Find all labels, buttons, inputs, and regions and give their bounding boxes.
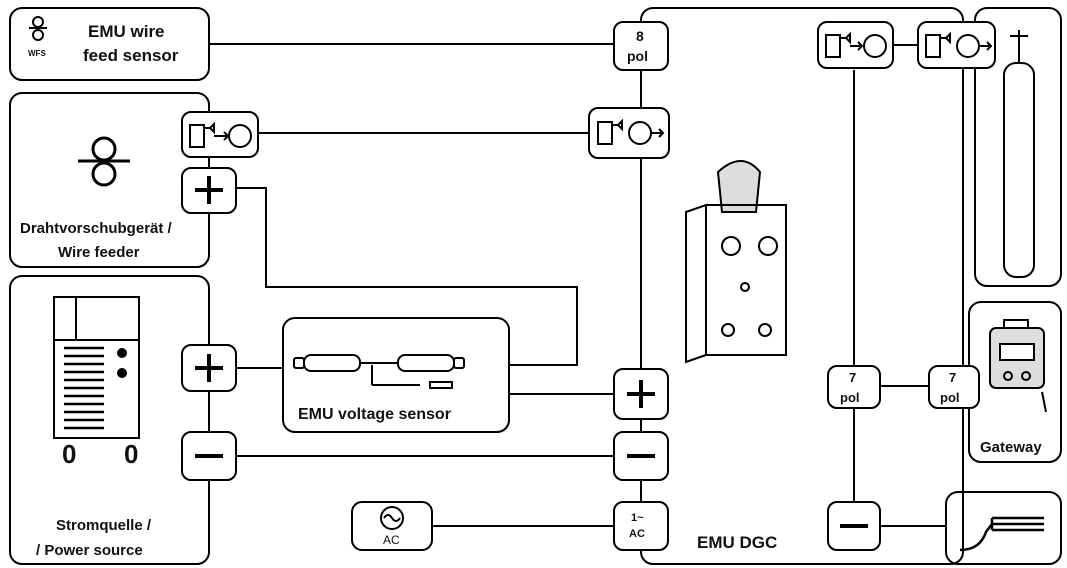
- connector-7pol-gw-num: 7: [949, 370, 956, 385]
- gas-cylinder-icon: [1003, 30, 1035, 278]
- svg-text:0: 0: [62, 439, 76, 469]
- wire-feeder-rollers-icon: [78, 136, 130, 187]
- power-source-title-line2: / Power source: [36, 542, 143, 559]
- gas-valve-icon: [189, 121, 252, 148]
- power-source-wheels: 0 0: [62, 439, 138, 469]
- gateway-title: Gateway: [980, 439, 1042, 456]
- voltage-sensor-title: EMU voltage sensor: [298, 406, 451, 423]
- connector-7pol-gateway: [928, 365, 980, 409]
- wire-feeder-title-line1: Drahtvorschubgerät /: [20, 220, 173, 237]
- voltage-sensor-cable-icon: [293, 354, 465, 389]
- wfs-badge: WFS: [28, 49, 46, 58]
- ac-source-label: AC: [383, 533, 400, 547]
- connector-7pol-dgc-unit: pol: [840, 390, 860, 405]
- wire-feeder-panel: [9, 92, 210, 268]
- connector-7pol-dgc-num: 7: [849, 370, 856, 385]
- wire-feeder-plus-sensor: [236, 187, 578, 366]
- connector-ac-bottom: AC: [629, 528, 645, 540]
- gas-valve-icon: [825, 31, 887, 58]
- gas-valve-icon: [597, 118, 665, 145]
- power-source-panel: [9, 275, 210, 565]
- connector-ac-top: 1~: [631, 512, 644, 524]
- dgc-title: EMU DGC: [697, 533, 777, 552]
- wire-feeder-title-line2: Wire feeder: [58, 244, 140, 261]
- cylinder-panel: [974, 7, 1062, 287]
- connector-8pol-unit: pol: [627, 48, 648, 64]
- torch-icon: [959, 516, 1044, 552]
- dgc-device-icon: [685, 160, 787, 364]
- wfs-panel: [9, 7, 210, 81]
- voltage-sensor-panel: [282, 317, 510, 433]
- power-source-icon: [53, 296, 140, 439]
- connector-ac-dgc: [613, 501, 669, 551]
- plus-icon: [195, 354, 223, 382]
- gas-valve-icon: [925, 31, 993, 58]
- torch-panel: [945, 491, 1062, 565]
- wire-feed-sensor-icon: [29, 16, 47, 41]
- svg-text:0: 0: [124, 439, 138, 469]
- connector-8pol: [613, 21, 669, 71]
- connector-7pol-gw-unit: pol: [940, 390, 960, 405]
- wfs-title-line1: EMU wire: [88, 22, 165, 41]
- gateway-device-icon: [989, 319, 1047, 413]
- connector-8pol-num: 8: [636, 28, 644, 44]
- plus-icon: [195, 176, 223, 204]
- connector-7pol-dgc: [827, 365, 881, 409]
- dgc-panel: [640, 7, 964, 565]
- power-source-title-line1: Stromquelle /: [56, 517, 152, 534]
- plus-icon: [627, 380, 655, 408]
- ac-source-icon: [380, 506, 404, 530]
- wfs-title-line2: feed sensor: [83, 46, 179, 65]
